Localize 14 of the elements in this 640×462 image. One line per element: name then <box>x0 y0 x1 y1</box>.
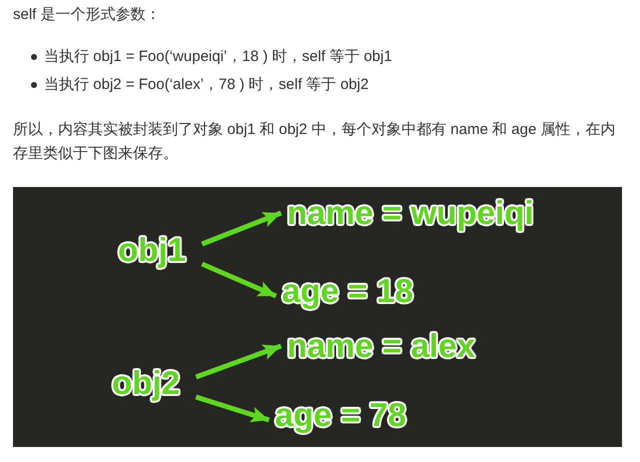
bullet-text: 当执行 obj1 = Foo(‘wupeiqi’，18 ) 时，self 等于 obj1 <box>44 47 392 67</box>
arrow <box>201 262 277 298</box>
bullet-text: 当执行 obj2 = Foo(‘alex’，78 ) 时，self 等于 obj2 <box>44 75 369 95</box>
arrow <box>195 394 270 422</box>
intro-text: self 是一个形式参数： <box>13 5 161 25</box>
paragraph: 所以，内容其实被封装到了对象 obj1 和 obj2 中，每个对象中都有 name 和 age 属性，在内存里类似于下图来保存。 <box>13 120 617 164</box>
variable-label: obj1 <box>102 231 202 269</box>
variable-label: obj2 <box>96 364 196 402</box>
attribute-label: name = alex <box>281 327 482 365</box>
attribute-label: age = 78 <box>269 396 412 434</box>
arrow <box>201 210 282 246</box>
arrow <box>195 344 282 380</box>
attribute-label: name = wupeiqi <box>281 194 540 232</box>
attribute-label: age = 18 <box>276 272 420 310</box>
